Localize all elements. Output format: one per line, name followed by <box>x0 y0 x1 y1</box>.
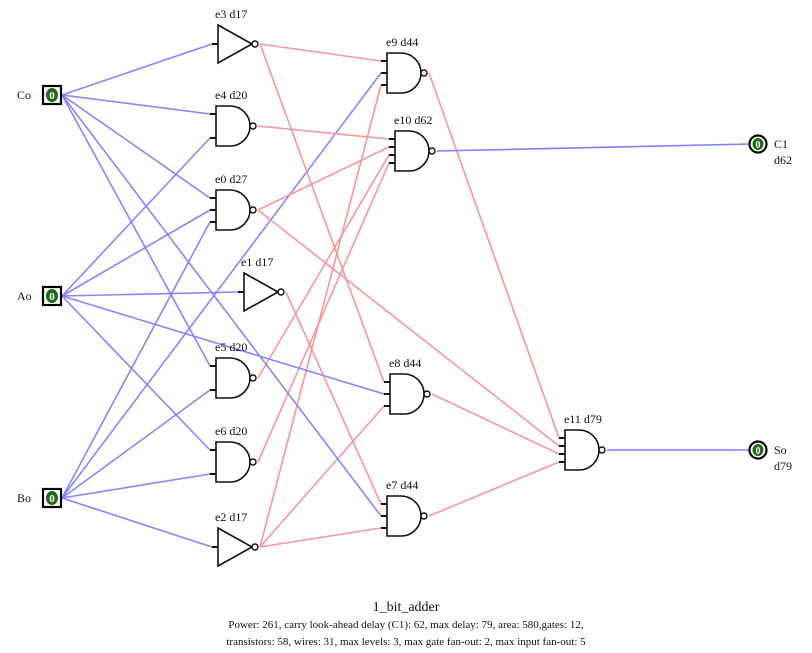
inverter-bubble-icon <box>428 147 436 155</box>
input-label-a0: Ao <box>17 289 32 303</box>
wire-a0-to-e0 <box>61 209 211 297</box>
wire-c0-to-e0 <box>61 94 211 199</box>
wire-c0-to-e3 <box>61 43 213 96</box>
wire-a0-to-e6 <box>61 295 211 451</box>
wire-a0-to-e4 <box>61 137 211 297</box>
inverter-bubble-icon <box>249 206 257 214</box>
wire-e2-to-e7 <box>259 527 382 548</box>
gate-label-e9: e9 d44 <box>386 35 419 49</box>
gate-e6-nand[interactable] <box>210 441 257 483</box>
wire-e2-to-e9 <box>259 84 382 548</box>
gate-label-e5: e5 d20 <box>215 340 248 354</box>
wires-layer <box>61 43 751 548</box>
gate-e4-nand[interactable] <box>210 105 257 147</box>
output-pin-value: 0 <box>756 446 761 457</box>
inverter-bubble-icon <box>251 40 259 48</box>
pins-layer: 0 0 0 0 0 <box>41 84 768 509</box>
wire-e0-to-e10 <box>257 146 390 211</box>
input-pin-value: 0 <box>49 90 55 102</box>
wire-b0-to-e6 <box>61 473 211 499</box>
inverter-bubble-icon <box>251 543 259 551</box>
inverter-bubble-icon <box>249 458 257 466</box>
gate-e10-nand[interactable] <box>389 130 436 172</box>
input-label-c0: Co <box>17 88 32 102</box>
output-pin-s0[interactable]: 0 <box>748 440 768 460</box>
output-pin-c1[interactable]: 0 <box>748 134 768 154</box>
wire-e6-to-e10 <box>257 162 390 463</box>
wire-b0-to-e2 <box>61 497 213 548</box>
inverter-bubble-icon <box>420 69 428 77</box>
gate-label-e3: e3 d17 <box>215 7 248 21</box>
gate-label-e10: e10 d62 <box>394 113 433 127</box>
input-pin-c0[interactable]: 0 <box>41 84 63 106</box>
gate-label-e6: e6 d20 <box>215 424 248 438</box>
inverter-bubble-icon <box>249 122 257 130</box>
wire-e3-to-e9 <box>259 43 382 62</box>
wire-e0-to-e11 <box>257 209 560 447</box>
output-pin-value: 0 <box>756 140 761 151</box>
gate-e1-not[interactable] <box>238 271 285 313</box>
gate-e2-not[interactable] <box>212 526 259 568</box>
circuit-stats-line-2: transistors: 58, wires: 31, max levels: … <box>226 636 586 648</box>
output-delay-s0: d79 <box>774 459 792 473</box>
circuit-stats-line-1: Power: 261, carry look-ahead delay (C1):… <box>228 619 584 631</box>
output-label-s0: So <box>774 443 787 457</box>
wire-e3-to-e8 <box>259 43 385 383</box>
gate-label-e8: e8 d44 <box>389 356 422 370</box>
gate-label-e4: e4 d20 <box>215 88 248 102</box>
wire-e1-to-e7 <box>285 291 382 505</box>
wire-e10-to-c1 <box>436 143 751 152</box>
gate-label-e1: e1 d17 <box>241 255 274 269</box>
gate-e8-nand[interactable] <box>384 373 431 415</box>
wire-a0-to-e1 <box>61 291 239 297</box>
gate-label-e0: e0 d27 <box>215 172 248 186</box>
gate-e9-nand[interactable] <box>381 52 428 94</box>
gate-e7-nand[interactable] <box>381 495 428 537</box>
inverter-bubble-icon <box>423 390 431 398</box>
inverter-bubble-icon <box>249 374 257 382</box>
wire-b0-to-e5 <box>61 389 211 499</box>
input-pin-value: 0 <box>49 493 55 505</box>
gate-label-e2: e2 d17 <box>215 510 248 524</box>
inverter-bubble-icon <box>277 288 285 296</box>
output-delay-c1: d62 <box>774 153 792 167</box>
gates-layer <box>210 23 606 568</box>
gate-e3-not[interactable] <box>212 23 259 65</box>
wire-a0-to-e8 <box>61 295 385 395</box>
input-pin-value: 0 <box>49 291 55 303</box>
input-label-b0: Bo <box>17 491 32 505</box>
gate-label-e7: e7 d44 <box>386 478 419 492</box>
output-label-c1: C1 <box>774 137 789 151</box>
inverter-bubble-icon <box>420 512 428 520</box>
wire-b0-to-e0 <box>61 221 211 499</box>
wire-e8-to-e11 <box>431 393 560 455</box>
input-pin-b0[interactable]: 0 <box>41 487 63 509</box>
gate-label-e11: e11 d79 <box>564 412 602 426</box>
wire-e4-to-e10 <box>257 125 390 140</box>
gate-e11-nand[interactable] <box>559 429 606 471</box>
wire-c0-to-e4 <box>61 94 211 115</box>
wire-e5-to-e10 <box>257 154 390 379</box>
wire-e9-to-e11 <box>428 72 560 439</box>
gate-e0-nand[interactable] <box>210 189 257 231</box>
wire-e2-to-e8 <box>259 405 385 548</box>
inverter-bubble-icon <box>598 446 606 454</box>
wire-c0-to-e5 <box>61 94 211 367</box>
circuit-title: 1_bit_adder <box>372 600 440 615</box>
input-pin-a0[interactable]: 0 <box>41 285 63 307</box>
wire-e7-to-e11 <box>428 461 560 517</box>
gate-e5-nand[interactable] <box>210 357 257 399</box>
wire-c0-to-e7 <box>61 94 382 517</box>
wire-b0-to-e9 <box>61 72 382 499</box>
